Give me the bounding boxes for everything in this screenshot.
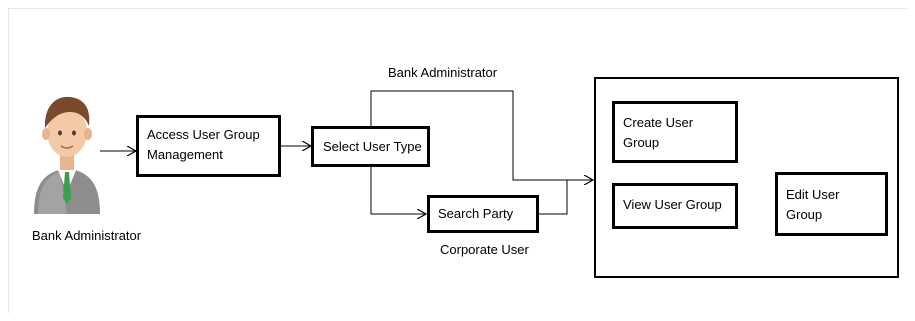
select-user-type-box: Select User Type — [311, 126, 430, 167]
create-label-line2: Group — [623, 135, 660, 150]
branch-corporate-user — [370, 166, 426, 214]
access-label-line2: Management — [147, 147, 223, 162]
edit-label-line1: Edit User — [786, 187, 840, 202]
edit-user-group-box: Edit User Group — [775, 172, 888, 236]
create-label-line1: Create User — [623, 115, 694, 130]
access-label-line1: Access User Group — [147, 127, 260, 142]
view-user-group-box: View User Group — [612, 183, 738, 229]
create-user-group-box: Create User Group — [612, 101, 738, 163]
user-avatar-icon — [34, 96, 100, 214]
branch-label-corporate-user: Corporate User — [440, 242, 529, 257]
branch-label-bank-admin: Bank Administrator — [388, 65, 498, 80]
search-party-box: Search Party — [427, 195, 539, 233]
select-user-type-label: Select User Type — [323, 139, 422, 154]
view-user-group-label: View User Group — [623, 197, 722, 212]
branch-bank-admin — [370, 90, 592, 181]
access-user-group-management-box: Access User Group Management — [136, 115, 281, 177]
edit-label-line2: Group — [786, 207, 823, 222]
actor-label: Bank Administrator — [32, 228, 142, 243]
diagram-frame — [8, 8, 907, 313]
search-party-label: Search Party — [438, 206, 514, 221]
arrow-search-to-actions — [539, 180, 593, 215]
